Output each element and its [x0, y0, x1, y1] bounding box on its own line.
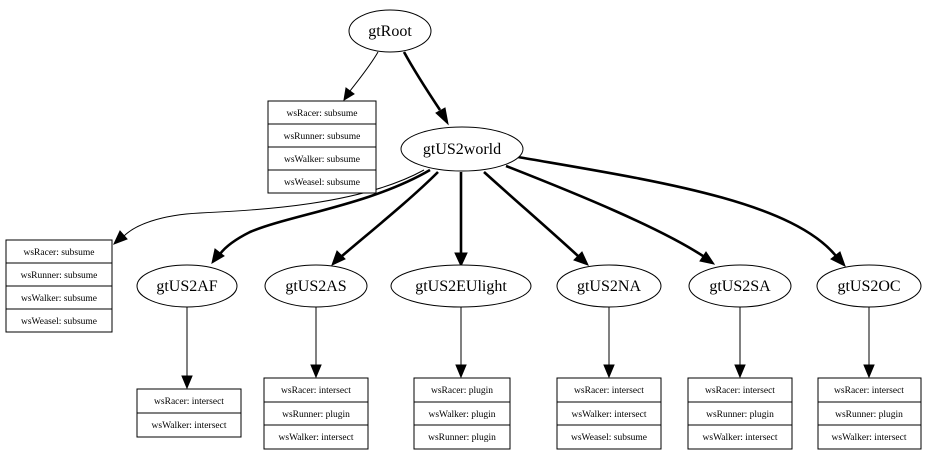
node-gtus2eulight[interactable]: gtUS2EUlight [390, 264, 532, 308]
record-sa-row: wsRunner: plugin [706, 410, 774, 420]
record-as-row: wsRunner: plugin [282, 410, 350, 420]
record-sa-row: wsRacer: intersect [705, 386, 775, 396]
edge-world-to-na [483, 171, 579, 257]
record-na-row: wsRacer: intersect [574, 386, 644, 396]
node-gtroot-shape [348, 9, 432, 53]
node-gtus2world-shape [400, 126, 524, 172]
record-world-row: wsWalker: subsume [21, 294, 97, 304]
node-gtus2as-shape [264, 264, 368, 308]
edge-world-to-af [218, 168, 431, 255]
record-as-row: wsWalker: intersect [279, 433, 354, 443]
node-gtus2as[interactable]: gtUS2AS [264, 264, 368, 308]
record-na-row: wsWalker: intersect [572, 410, 647, 420]
record-na[interactable]: wsRacer: intersect wsWalker: intersect w… [556, 377, 662, 450]
record-af-row: wsWalker: intersect [152, 421, 227, 431]
node-gtus2eulight-shape [390, 264, 532, 308]
record-as-box [263, 377, 369, 450]
node-gtus2na[interactable]: gtUS2NA [556, 264, 662, 308]
record-eulight-row: wsWalker: plugin [428, 410, 495, 420]
record-root-row: wsWeasel: subsume [284, 178, 360, 188]
edge-world-to-eulight-arrowhead [454, 252, 468, 268]
edges [113, 51, 875, 390]
record-world-row: wsRacer: subsume [24, 248, 95, 258]
edge-world-to-oc [517, 155, 838, 257]
edge-world-to-sa-arrowhead [699, 251, 716, 265]
record-sa[interactable]: wsRacer: intersect wsRunner: plugin wsWa… [687, 377, 793, 450]
edge-root-to-world-arrowhead [435, 107, 449, 126]
record-oc-row: wsWalker: intersect [832, 433, 907, 443]
node-gtus2sa-shape [688, 264, 792, 308]
edge-world-to-na-arrowhead [573, 251, 589, 266]
record-eulight-row: wsRunner: plugin [428, 433, 496, 443]
edge-world-to-as [341, 171, 439, 257]
record-eulight-row: wsRacer: plugin [431, 386, 493, 396]
edge-sa-to-record-arrowhead [734, 364, 746, 379]
record-oc-row: wsRacer: intersect [834, 386, 904, 396]
record-root-row: wsRunner: subsume [284, 132, 361, 142]
record-oc-box [817, 377, 922, 450]
record-na-box [556, 377, 662, 450]
node-gtus2na-label: gtUS2NA [577, 278, 641, 295]
node-gtus2af-label: gtUS2AF [156, 278, 217, 295]
record-oc-row: wsRunner: plugin [835, 410, 903, 420]
edge-as-to-record-arrowhead [310, 364, 322, 379]
record-root[interactable]: wsRacer: subsume wsRunner: subsume wsWal… [267, 100, 377, 194]
node-gtus2sa-label: gtUS2SA [709, 278, 771, 295]
record-eulight-box [413, 377, 511, 450]
edge-na-to-record-arrowhead [603, 364, 615, 379]
record-root-row: wsWalker: subsume [284, 155, 360, 165]
record-af-row: wsRacer: intersect [154, 397, 224, 407]
record-eulight[interactable]: wsRacer: plugin wsWalker: plugin wsRunne… [413, 377, 511, 450]
edge-world-to-record-arrowhead [113, 230, 128, 245]
record-as-row: wsRacer: intersect [281, 386, 351, 396]
node-gtus2oc-shape [816, 264, 922, 308]
record-sa-row: wsWalker: intersect [703, 433, 778, 443]
node-gtus2af[interactable]: gtUS2AF [136, 264, 238, 308]
record-sa-box [687, 377, 793, 450]
edge-root-to-world [402, 51, 442, 111]
node-gtus2as-label: gtUS2AS [285, 278, 346, 295]
node-gtus2oc[interactable]: gtUS2OC [816, 264, 922, 308]
edge-oc-to-record-arrowhead [863, 364, 875, 379]
edge-world-to-sa [505, 164, 704, 258]
node-gtus2sa[interactable]: gtUS2SA [688, 264, 792, 308]
edge-world-to-af-arrowhead [211, 248, 225, 265]
record-oc[interactable]: wsRacer: intersect wsRunner: plugin wsWa… [817, 377, 922, 450]
node-gtus2world-label: gtUS2world [423, 141, 501, 158]
node-gtroot[interactable]: gtRoot [348, 9, 432, 53]
record-world[interactable]: wsRacer: subsume wsRunner: subsume wsWal… [5, 239, 113, 333]
edge-root-to-record-arrowhead [343, 87, 355, 101]
record-na-row: wsWeasel: subsume [571, 433, 647, 443]
record-world-row: wsRunner: subsume [21, 271, 98, 281]
node-gtus2oc-label: gtUS2OC [837, 278, 900, 295]
node-gtus2eulight-label: gtUS2EUlight [415, 278, 507, 295]
edge-root-to-record [349, 51, 379, 92]
node-gtus2world[interactable]: gtUS2world [400, 126, 524, 172]
edge-af-to-record-arrowhead [181, 375, 193, 390]
record-as[interactable]: wsRacer: intersect wsRunner: plugin wsWa… [263, 377, 369, 450]
record-af[interactable]: wsRacer: intersect wsWalker: intersect [136, 388, 242, 438]
node-gtroot-label: gtRoot [368, 23, 412, 40]
node-gtus2na-shape [556, 264, 662, 308]
node-gtus2af-shape [136, 264, 238, 308]
record-root-row: wsRacer: subsume [287, 109, 358, 119]
edge-eulight-to-record-arrowhead [455, 364, 467, 379]
edge-world-to-oc-arrowhead [830, 251, 846, 268]
edge-world-to-as-arrowhead [331, 250, 346, 266]
record-world-row: wsWeasel: subsume [21, 317, 97, 327]
